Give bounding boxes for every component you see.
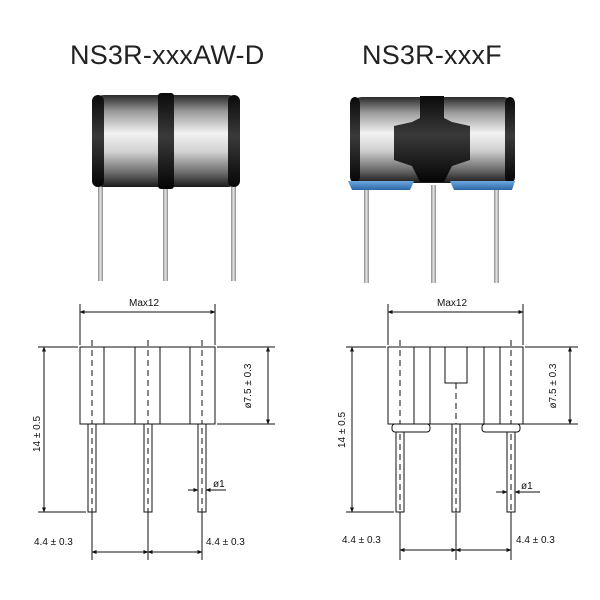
pitch-right-label: 4.4 ± 0.3 <box>206 537 245 548</box>
lead-right <box>494 185 499 283</box>
max-width-label: Max12 <box>437 298 467 309</box>
part-title-left: NS3R-xxxAW-D <box>70 40 265 70</box>
center-notch <box>444 346 468 384</box>
lead-center <box>431 185 436 283</box>
center-electrode <box>394 96 470 182</box>
drawing-ns3r-f <box>346 304 578 560</box>
lead-left <box>98 178 103 281</box>
lead-diameter-label: ø1 <box>521 481 533 492</box>
pitch-right-label: 4.4 ± 0.3 <box>516 535 555 546</box>
flange-left <box>391 423 431 433</box>
center-band <box>158 93 174 189</box>
end-cap-right <box>228 95 240 187</box>
lead-right <box>506 431 516 513</box>
pitch-left-label: 4.4 ± 0.3 <box>34 537 73 548</box>
end-cap-right <box>505 97 515 183</box>
end-cap-left <box>92 95 104 187</box>
height-label: 14 ± 0.5 <box>32 416 43 453</box>
blue-band-left <box>348 181 414 190</box>
lead-left <box>364 185 369 283</box>
lead-diameter-label: ø1 <box>213 479 225 490</box>
blue-band-right <box>450 181 515 190</box>
photo-ns3r-f <box>348 96 515 283</box>
photo-ns3r-aw-d <box>92 93 240 281</box>
lead-right <box>231 178 236 281</box>
end-cap-left <box>350 97 360 183</box>
lead-center <box>163 178 168 281</box>
diameter-label: ø7.5 ± 0.3 <box>243 363 254 408</box>
drawing-ns3r-aw-d <box>38 304 275 560</box>
pitch-left-label: 4.4 ± 0.3 <box>342 535 381 546</box>
max-width-label: Max12 <box>129 298 159 309</box>
lead-left <box>395 431 405 513</box>
flange-right <box>481 423 521 433</box>
height-label: 14 ± 0.5 <box>337 412 348 449</box>
diameter-label: ø7.5 ± 0.3 <box>548 363 559 408</box>
part-title-right: NS3R-xxxF <box>362 40 502 70</box>
